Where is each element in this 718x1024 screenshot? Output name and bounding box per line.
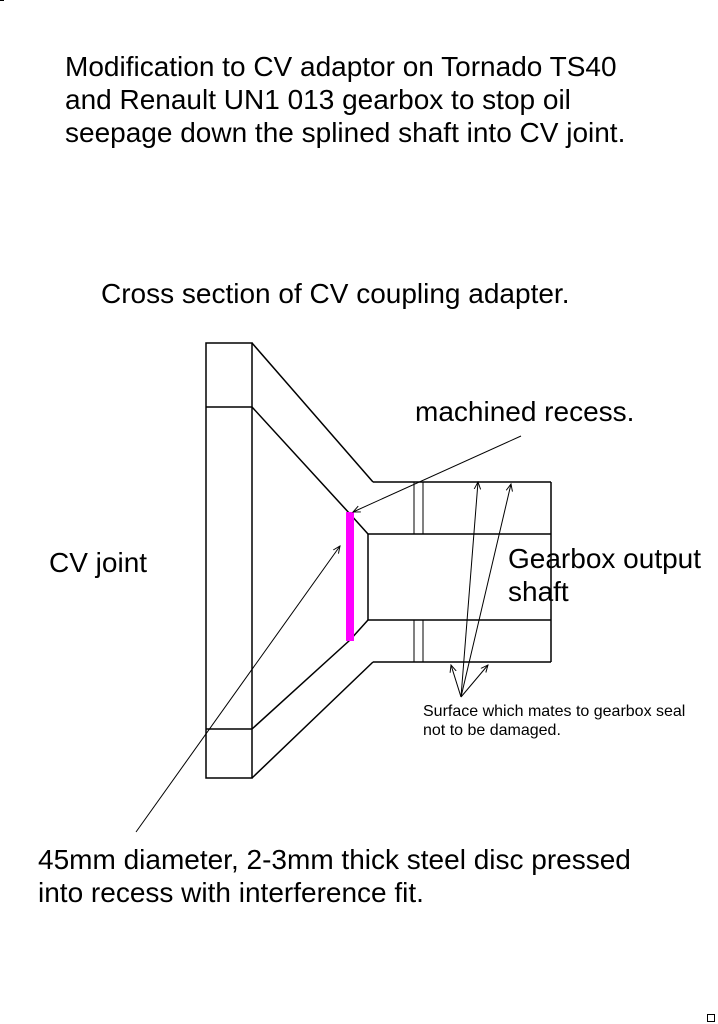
inner-cone-bottom — [251, 639, 351, 730]
machined-recess-label: machined recess. — [415, 396, 635, 427]
title-line-3: seepage down the splined shaft into CV j… — [65, 117, 626, 148]
disc-note-line-1: 45mm diameter, 2-3mm thick steel disc pr… — [38, 844, 631, 875]
gearbox-output-label-line-2: shaft — [508, 576, 569, 607]
corner-mark — [0, 0, 4, 1]
seal-leader-arrow-4 — [460, 665, 488, 698]
corner-box — [707, 1014, 715, 1022]
diagram-subtitle: Cross section of CV coupling adapter. — [101, 278, 570, 309]
title-line-1: Modification to CV adaptor on Tornado TS… — [65, 51, 617, 82]
cv-joint-label: CV joint — [49, 547, 148, 578]
seal-leader-arrow-2 — [460, 484, 511, 698]
disc-note-line-2: into recess with interference fit. — [38, 877, 424, 908]
title-line-2: and Renault UN1 013 gearbox to stop oil — [65, 84, 571, 115]
flange-outer-outline — [205, 342, 253, 779]
outer-cone-bottom — [251, 661, 374, 779]
outer-cone-top — [251, 342, 374, 483]
seal-surface-label-line-2: not to be damaged. — [423, 722, 561, 739]
gearbox-output-label-line-1: Gearbox output — [508, 543, 702, 574]
steel-disc — [346, 512, 354, 641]
seal-leader-arrow-3 — [451, 665, 462, 698]
seal-leader-arrow-1 — [460, 482, 478, 698]
seal-surface-label-line-1: Surface which mates to gearbox seal — [423, 703, 686, 720]
recess-leader-arrow — [353, 435, 522, 512]
inner-cone-top — [251, 406, 351, 515]
disc-leader-arrow — [135, 546, 340, 833]
